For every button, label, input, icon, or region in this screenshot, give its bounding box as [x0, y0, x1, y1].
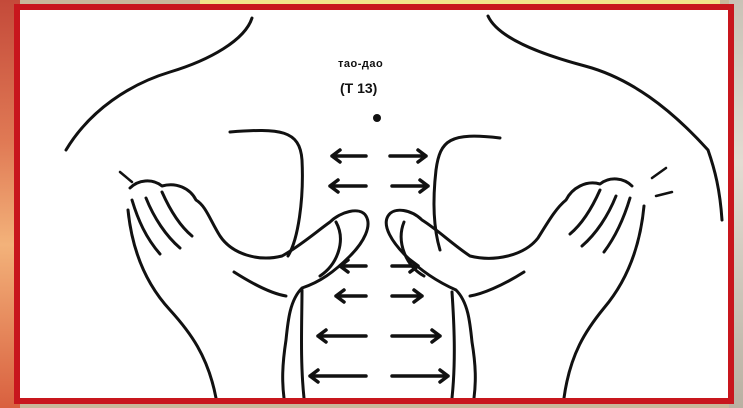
arrow-right-3 — [392, 260, 418, 272]
right-finger-2 — [582, 196, 616, 246]
neck-right-line — [488, 16, 722, 220]
left-finger-3 — [162, 192, 192, 236]
acupoint-name-label: тао-дао — [338, 58, 383, 70]
acupoint-code-label: (Т 13) — [340, 80, 377, 96]
left-arm-inner — [234, 272, 286, 296]
acupoint-dot — [373, 114, 381, 122]
arrow-right-6 — [392, 370, 448, 382]
illustration-frame: тао-дао (Т 13) — [14, 4, 734, 404]
arrow-left-1 — [332, 150, 366, 162]
arrow-left-4 — [336, 290, 366, 302]
right-hand-outline — [386, 179, 632, 398]
torso-left-edge — [302, 290, 305, 398]
arrow-left-2 — [330, 180, 366, 192]
left-scapula-line — [230, 130, 302, 256]
right-arm-inner — [470, 272, 524, 296]
motion-mark-right — [652, 168, 672, 196]
left-hand-outline — [130, 181, 368, 398]
arrow-right-1 — [390, 150, 426, 162]
torso-right-edge — [452, 292, 454, 398]
arrow-right-4 — [392, 290, 422, 302]
arrow-right-2 — [392, 180, 428, 192]
arrow-left-3 — [340, 260, 366, 272]
right-finger-3 — [570, 190, 600, 234]
arrow-left-5 — [318, 330, 366, 342]
right-palm-line — [564, 206, 644, 398]
arrow-left-6 — [310, 370, 366, 382]
right-scapula-line — [434, 136, 500, 250]
right-finger-1 — [604, 198, 630, 252]
neck-left-line — [66, 18, 252, 150]
motion-mark-left — [120, 172, 132, 182]
arrow-right-5 — [392, 330, 440, 342]
